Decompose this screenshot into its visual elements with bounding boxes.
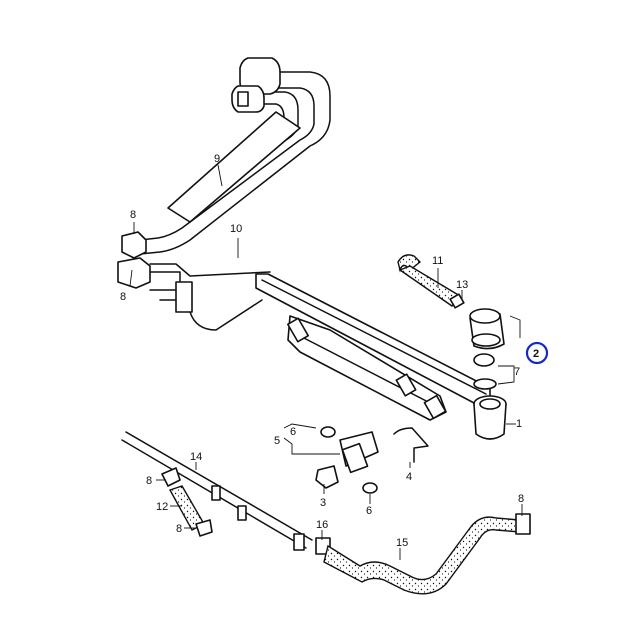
injector-group bbox=[315, 426, 429, 494]
callout-8: 8 bbox=[130, 209, 136, 221]
callout-6: 6 bbox=[290, 426, 296, 438]
callout-5: 5 bbox=[274, 435, 280, 447]
callout-8: 8 bbox=[176, 523, 182, 535]
callout-4: 4 bbox=[406, 471, 412, 483]
lower-hose bbox=[323, 513, 531, 595]
callout-8: 8 bbox=[518, 493, 524, 505]
fuel-rail bbox=[255, 273, 491, 421]
callout-7: 7 bbox=[514, 366, 520, 378]
pressure-regulator-group bbox=[469, 308, 507, 440]
callout-2-highlight-ring bbox=[525, 341, 549, 365]
callout-8: 8 bbox=[120, 291, 126, 303]
callout-11: 11 bbox=[432, 255, 443, 267]
callout-14: 14 bbox=[190, 451, 202, 463]
callout-6: 6 bbox=[366, 505, 372, 517]
callout-12: 12 bbox=[156, 501, 168, 513]
callout-15: 15 bbox=[396, 537, 408, 549]
callout-3: 3 bbox=[320, 497, 326, 509]
callout-13: 13 bbox=[456, 279, 468, 291]
callout-1: 1 bbox=[516, 418, 522, 430]
callout-2[interactable]: 2 bbox=[533, 348, 539, 360]
lower-vacuum-line bbox=[121, 431, 331, 555]
leader-lines bbox=[129, 164, 523, 560]
callout-10: 10 bbox=[230, 223, 242, 235]
callout-16: 16 bbox=[316, 519, 328, 531]
callout-8: 8 bbox=[146, 475, 152, 487]
coolant-pipe-assembly bbox=[117, 57, 331, 331]
callouts: 9 8 8 10 11 13 2 7 1 6 5 3 6 4 14 8 12 8… bbox=[120, 153, 549, 549]
vacuum-hose bbox=[397, 254, 465, 309]
callout-9: 9 bbox=[214, 153, 220, 165]
